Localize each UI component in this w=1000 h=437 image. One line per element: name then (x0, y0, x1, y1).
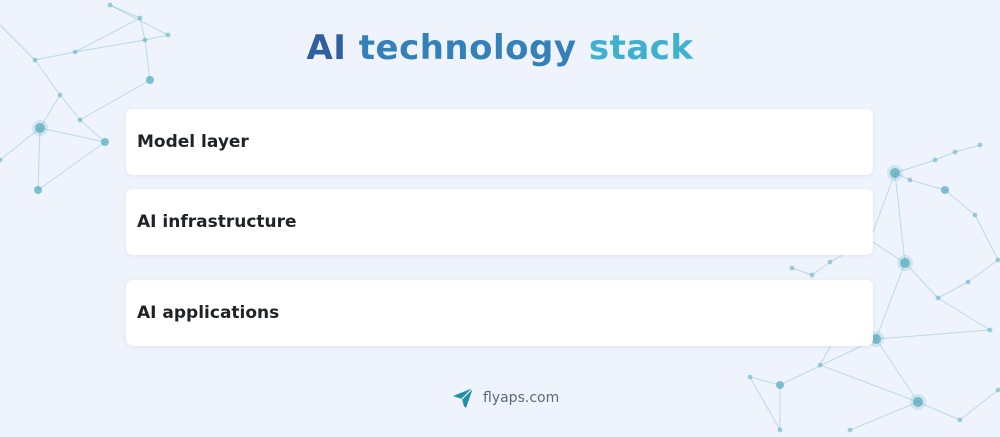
network-edge (869, 239, 906, 264)
network-edge (974, 214, 999, 261)
network-edge (944, 189, 976, 216)
network-node-halo (887, 165, 903, 181)
network-node (146, 76, 154, 84)
network-node (941, 186, 949, 194)
network-edge (0, 127, 41, 161)
network-node (776, 381, 784, 389)
network-node (907, 177, 913, 183)
network-node (35, 123, 45, 133)
network-node (871, 334, 881, 344)
footer-brand: flyaps.com (451, 385, 559, 411)
network-node (107, 2, 113, 8)
network-node (165, 32, 171, 38)
network-node-halo (897, 255, 913, 271)
network-node (987, 327, 993, 333)
network-node (747, 374, 753, 380)
network-edge (59, 94, 81, 121)
network-node (34, 186, 42, 194)
network-edge (959, 389, 999, 421)
network-edge (811, 261, 831, 276)
network-node (972, 212, 978, 218)
network-node (935, 295, 941, 301)
network-edge (904, 262, 939, 299)
layer-card-applications: AI applications (126, 280, 873, 346)
title-word-technology: technology (358, 28, 577, 68)
brand-text: flyaps.com (483, 390, 560, 406)
network-edge (779, 338, 877, 386)
network-node (77, 117, 83, 123)
network-node (952, 149, 958, 155)
network-edge (909, 179, 946, 191)
network-node (995, 387, 1000, 393)
network-edge (937, 281, 969, 299)
network-edge (74, 39, 146, 53)
network-node (809, 272, 815, 278)
layer-card-infrastructure: AI infrastructure (126, 189, 873, 255)
network-node (913, 397, 923, 407)
network-edge (894, 172, 906, 264)
network-node (57, 92, 63, 98)
network-node (137, 15, 143, 21)
network-node-halo (32, 120, 48, 136)
network-edge (869, 172, 896, 241)
network-node (777, 427, 783, 433)
network-edge (74, 17, 141, 53)
network-node (789, 265, 795, 271)
paper-plane-icon (453, 387, 474, 408)
network-edge (139, 17, 146, 41)
network-edge (875, 338, 919, 403)
network-edge (34, 51, 76, 61)
network-edge (34, 59, 61, 96)
network-edge (934, 151, 956, 161)
network-node (995, 257, 1000, 263)
network-node (0, 157, 3, 163)
network-edge (849, 401, 919, 431)
network-edge (749, 376, 781, 386)
network-edge (79, 79, 151, 121)
network-edge (109, 4, 141, 19)
network-edge (937, 297, 991, 331)
network-edge (39, 127, 106, 143)
network-node (847, 427, 853, 433)
network-edge (875, 262, 906, 340)
network-node (965, 279, 971, 285)
layer-label: Model layer (137, 132, 249, 152)
network-node (957, 417, 963, 423)
network-edge (37, 127, 41, 191)
network-edge (0, 24, 36, 61)
network-edge (39, 94, 61, 129)
network-node (977, 142, 983, 148)
network-node (890, 168, 900, 178)
layer-label: AI applications (137, 303, 280, 323)
network-node (817, 362, 823, 368)
network-node (932, 157, 938, 163)
title-word-ai: AI (306, 28, 347, 68)
network-node (72, 49, 78, 55)
layer-card-model: Model layer (126, 109, 873, 175)
network-edge (894, 159, 936, 174)
network-edge (954, 144, 981, 153)
network-edge (144, 34, 169, 41)
network-node (900, 258, 910, 268)
network-edge (917, 401, 961, 421)
network-edge (37, 141, 106, 191)
page-title: AI technology stack (0, 28, 1000, 68)
network-edge (819, 364, 919, 403)
network-node (827, 259, 833, 265)
network-node (32, 57, 38, 63)
network-edge (144, 39, 151, 81)
network-node (101, 138, 109, 146)
network-edge (875, 329, 991, 340)
network-edge (967, 259, 999, 283)
network-node (142, 37, 148, 43)
network-edge (749, 376, 781, 431)
network-edge (79, 119, 106, 143)
network-edge (791, 267, 813, 276)
network-node-halo (910, 394, 926, 410)
layer-label: AI infrastructure (137, 212, 297, 232)
title-word-stack: stack (588, 28, 694, 68)
